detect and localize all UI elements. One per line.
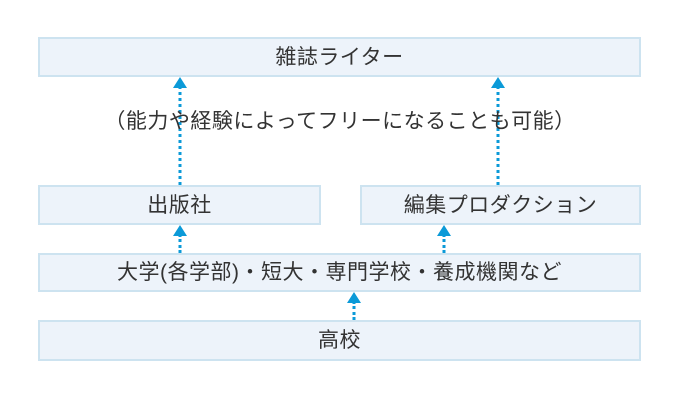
arrow-shaft-dotted bbox=[496, 86, 500, 185]
arrow-publisher-to-writer bbox=[173, 77, 187, 185]
arrowhead-up-icon bbox=[347, 292, 361, 303]
annotation-freelance-note: （能力や経験によってフリーになることも可能） bbox=[104, 110, 576, 133]
arrow-shaft-dotted bbox=[352, 301, 356, 320]
node-label: 大学(各学部)・短大・専門学校・養成機関など bbox=[117, 261, 562, 284]
arrow-school-to-production bbox=[437, 225, 451, 253]
node-label: 編集プロダクション bbox=[403, 193, 598, 217]
arrowhead-up-icon bbox=[437, 225, 451, 236]
node-magazine-writer: 雑誌ライター bbox=[38, 37, 641, 77]
arrow-shaft-dotted bbox=[442, 234, 446, 253]
node-university-and-schools: 大学(各学部)・短大・専門学校・養成機関など bbox=[38, 253, 641, 292]
arrow-shaft-dotted bbox=[178, 234, 182, 253]
node-high-school: 高校 bbox=[38, 320, 641, 361]
arrow-production-to-writer bbox=[491, 77, 505, 185]
node-label: 出版社 bbox=[147, 193, 212, 217]
arrow-shaft-dotted bbox=[178, 86, 182, 185]
arrow-highschool-to-school bbox=[347, 292, 361, 320]
node-label: 高校 bbox=[318, 329, 361, 352]
arrowhead-up-icon bbox=[173, 77, 187, 88]
arrowhead-up-icon bbox=[173, 225, 187, 236]
arrowhead-up-icon bbox=[491, 77, 505, 88]
node-publisher: 出版社 bbox=[38, 185, 321, 225]
node-editorial-production: 編集プロダクション bbox=[360, 185, 641, 225]
node-label: 雑誌ライター bbox=[275, 45, 404, 69]
arrow-school-to-publisher bbox=[173, 225, 187, 253]
